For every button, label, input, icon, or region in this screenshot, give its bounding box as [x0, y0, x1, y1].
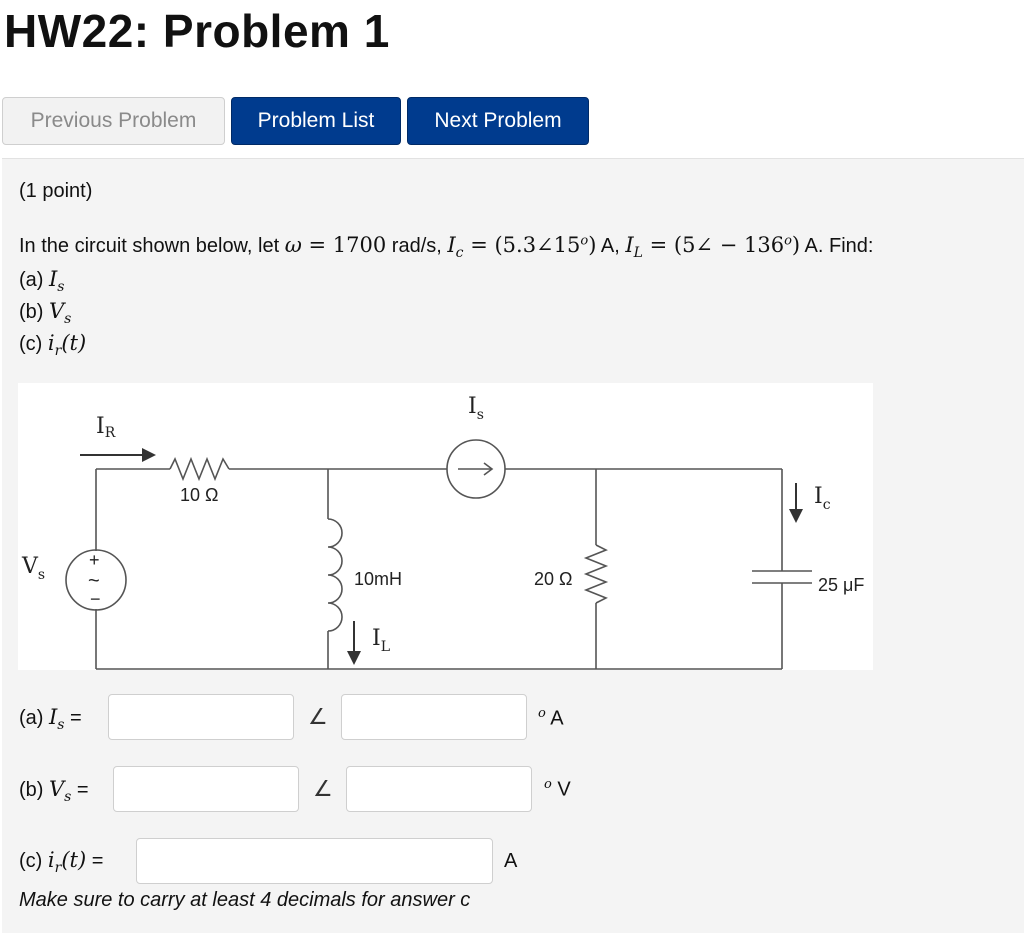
answer-b-angle-input[interactable] — [346, 766, 532, 812]
label-il: IL — [372, 626, 390, 655]
answer-c-input[interactable] — [136, 838, 493, 884]
part-b-question: (b) Vs — [19, 299, 72, 327]
answer-a-unit: o A — [538, 706, 564, 730]
problem-statement: In the circuit shown below, let ω = 1700… — [19, 233, 874, 261]
previous-problem-button[interactable]: Previous Problem — [2, 97, 225, 145]
voltage-source-vs — [65, 549, 127, 611]
answer-a-label: (a) Is = — [19, 705, 82, 733]
circuit-diagram: IR Is Vs Ic IL 10 Ω 10mH 20 Ω 25 μF + ~ … — [18, 383, 873, 670]
source-plus: + — [89, 550, 100, 570]
label-ic: Ic — [814, 484, 831, 513]
part-c-question: (c) ir(t) — [19, 331, 87, 359]
problem-list-button[interactable]: Problem List — [231, 97, 401, 145]
answer-c-label: (c) ir(t) = — [19, 848, 104, 876]
il-arrow-head — [347, 651, 361, 665]
angle-symbol-b: ∠ — [313, 776, 333, 801]
answer-b-label: (b) Vs = — [19, 777, 89, 805]
resistor-20 — [583, 544, 609, 604]
decimals-note: Make sure to carry at least 4 decimals f… — [19, 889, 471, 911]
source-tilde: ~ — [88, 570, 100, 592]
answer-c-unit: A — [504, 850, 518, 872]
label-capacitor: 25 μF — [818, 575, 864, 595]
answer-a-magnitude-input[interactable] — [108, 694, 294, 740]
ir-arrow-head — [142, 448, 156, 462]
label-resistor-20: 20 Ω — [534, 569, 572, 589]
resistor-10 — [169, 456, 230, 482]
next-problem-button[interactable]: Next Problem — [407, 97, 589, 145]
inductor-coil — [327, 518, 343, 632]
page-title: HW22: Problem 1 — [4, 5, 390, 57]
points-label: (1 point) — [19, 180, 93, 202]
answer-a-angle-input[interactable] — [341, 694, 527, 740]
answer-b-unit: o V — [544, 777, 571, 801]
angle-symbol-a: ∠ — [308, 704, 328, 729]
label-resistor-10: 10 Ω — [180, 485, 218, 505]
label-vs: Vs — [21, 554, 45, 583]
label-inductor: 10mH — [354, 569, 402, 589]
part-a-question: (a) Is — [19, 267, 65, 295]
label-is: Is — [468, 394, 484, 423]
answer-b-magnitude-input[interactable] — [113, 766, 299, 812]
ic-arrow-head — [789, 509, 803, 523]
is-arrow-head — [483, 462, 494, 476]
label-ir: IR — [96, 414, 116, 441]
source-minus: − — [90, 589, 101, 609]
